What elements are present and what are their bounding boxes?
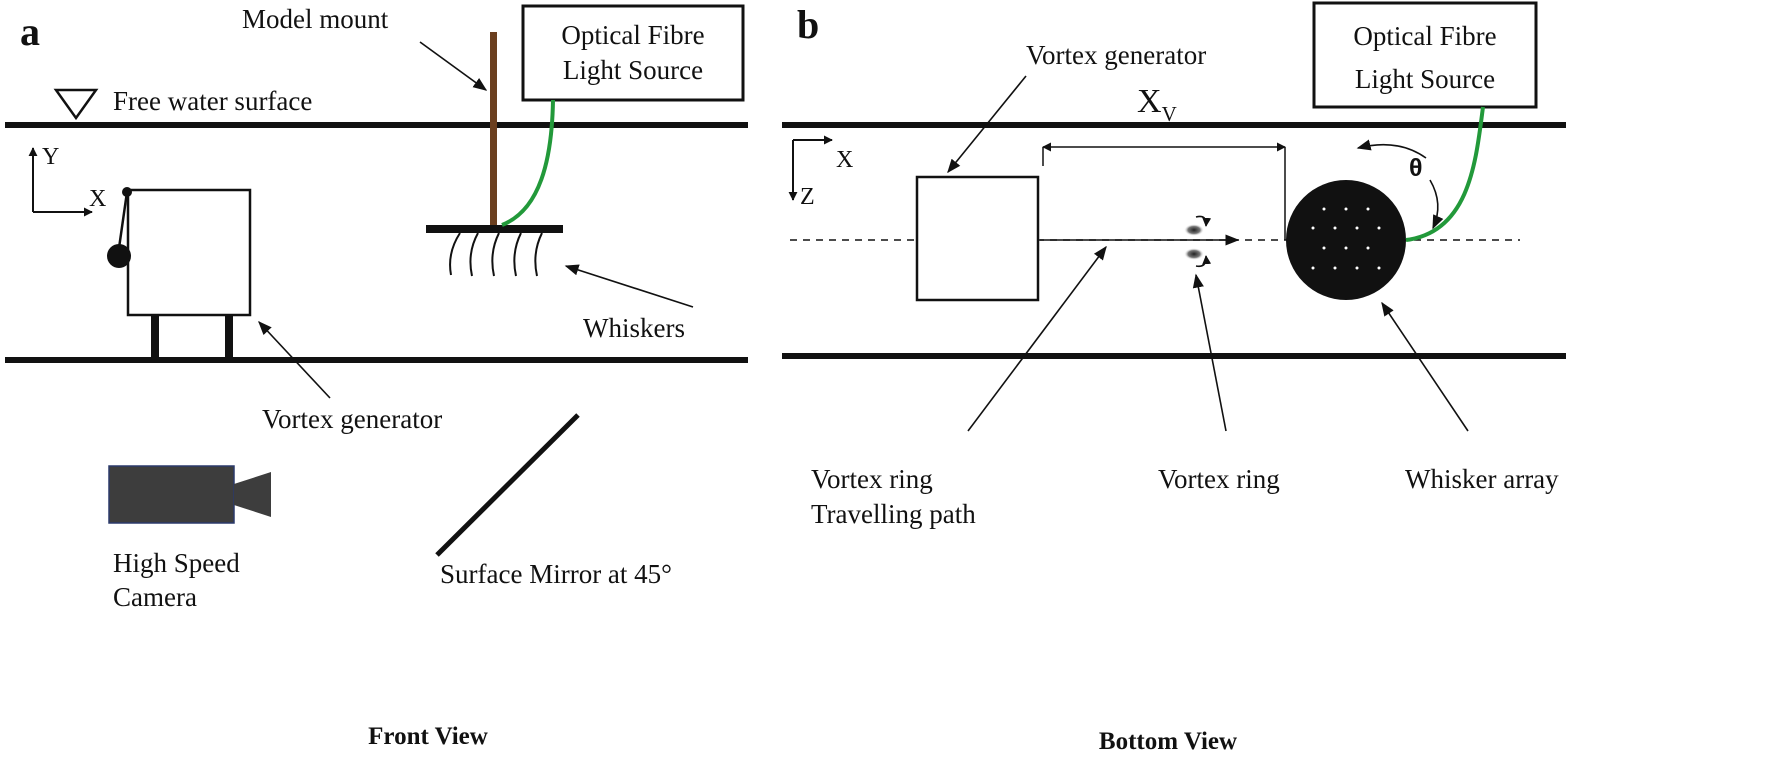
mirror-label: Surface Mirror at 45° — [440, 559, 672, 589]
whiskers-group — [449, 232, 543, 277]
panel-a: a Free water surface Y X Model mount — [5, 4, 748, 750]
vortex-ring-pointer — [1192, 273, 1227, 432]
panel-b-title: Bottom View — [1099, 728, 1237, 755]
camera-label-line2: Camera — [113, 582, 197, 612]
free-surface-label: Free water surface — [113, 86, 312, 116]
distance-label-main: X — [1137, 83, 1162, 120]
optical-fibre-a — [501, 99, 555, 227]
panel-b-letter: b — [797, 2, 819, 47]
light-source-box-a — [521, 4, 745, 102]
distance-label-sub: V — [1162, 102, 1177, 126]
pendulum-arm — [117, 191, 129, 249]
free-surface-triangle-icon — [53, 88, 99, 121]
panel-b: b X Z Vortex generator XV — [782, 1, 1566, 755]
light-source-b-line1: Optical Fibre — [1353, 21, 1496, 51]
surface-mirror — [435, 413, 580, 557]
optical-fibre-b — [1405, 106, 1485, 242]
axis-z-label: Z — [800, 184, 815, 210]
whisker-plate — [426, 225, 563, 233]
vortex-generator-label-a: Vortex generator — [262, 404, 442, 434]
panel-a-letter: a — [20, 9, 40, 54]
light-source-box-b — [1312, 1, 1538, 109]
vortex-generator-box — [126, 188, 252, 317]
vortex-rotation-lower — [1195, 255, 1212, 268]
pendulum-weight — [107, 244, 131, 268]
model-mount-rod — [490, 32, 497, 230]
light-source-a-line2: Light Source — [563, 55, 703, 85]
model-mount-pointer — [419, 41, 488, 91]
whisker-array-label: Whisker array — [1405, 464, 1559, 494]
generator-leg-left — [151, 315, 159, 360]
angle-label: θ — [1409, 154, 1423, 182]
model-mount-label: Model mount — [242, 4, 389, 34]
pendulum-pivot — [122, 187, 132, 197]
vortex-core-upper — [1184, 224, 1204, 236]
angle-arc-lower — [1429, 179, 1444, 230]
distance-label: XV — [1137, 83, 1177, 126]
light-source-b-line2: Light Source — [1355, 64, 1495, 94]
panel-a-title: Front View — [368, 723, 488, 750]
vortex-core-lower — [1184, 248, 1204, 260]
axis-y-label: Y — [42, 144, 59, 170]
vortex-generator-label-b: Vortex generator — [1026, 40, 1206, 70]
camera-body — [108, 465, 235, 524]
vortex-generator-box-b — [915, 175, 1040, 302]
axis-x-label-b: X — [836, 147, 853, 173]
travel-path-label-line2: Travelling path — [811, 499, 976, 529]
whisker-array-pointer — [1381, 301, 1469, 432]
camera-label-line1: High Speed — [113, 548, 240, 578]
vortex-rotation-upper — [1195, 215, 1212, 227]
whiskers-pointer — [564, 264, 694, 308]
vortex-generator-pointer-a — [258, 320, 331, 399]
generator-leg-right — [225, 315, 233, 360]
whiskers-label: Whiskers — [583, 313, 685, 343]
angle-arc-upper — [1356, 139, 1427, 159]
vortex-ring-label: Vortex ring — [1158, 464, 1280, 494]
whisker-dots — [1311, 207, 1381, 270]
travel-path-label-line1: Vortex ring — [811, 464, 933, 494]
axis-x-label: X — [89, 186, 106, 212]
light-source-a-line1: Optical Fibre — [561, 20, 704, 50]
vortex-generator-pointer-b — [947, 75, 1027, 174]
whisker-array-disk — [1286, 180, 1406, 300]
travel-path-pointer — [967, 245, 1107, 432]
camera-lens — [234, 472, 271, 517]
